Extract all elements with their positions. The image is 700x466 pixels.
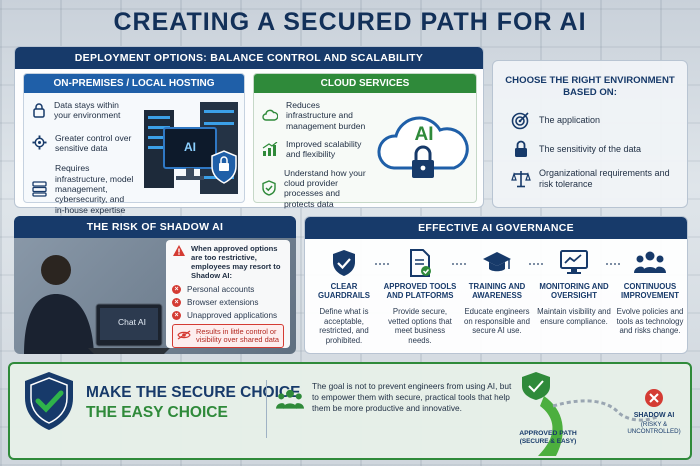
warning-icon	[172, 244, 186, 262]
path-illustration: Approved Path (Secure & Easy) Shadow AI …	[498, 366, 694, 458]
governance-item-title: Monitoring and Oversight	[539, 282, 609, 300]
onprem-item: Data stays within your environment	[32, 100, 136, 121]
environment-panel: Choose the Right Environment Based On: T…	[492, 60, 688, 208]
cloud-header: Cloud Services	[254, 74, 476, 93]
footer-goal-text: The goal is not to prevent engineers fro…	[312, 381, 512, 413]
governance-item: Approved Tools and Platforms Provide sec…	[383, 249, 457, 346]
footer-headline-2: The Easy Choice	[86, 404, 228, 421]
cloud-ai-label: AI	[414, 124, 434, 145]
governance-item: Continuous Improvement Evolve policies a…	[613, 249, 687, 336]
shadow-header: The Risk of Shadow AI	[14, 216, 296, 238]
cloud-item: Reduces infrastructure and management bu…	[262, 100, 372, 131]
cloud-item-text: Reduces infrastructure and management bu…	[286, 100, 366, 131]
shadow-result-text: Results in little control or visibility …	[196, 326, 279, 345]
onprem-item-text: Data stays within your environment	[54, 100, 121, 121]
connector-dots	[452, 263, 466, 265]
cloud-ai-illustration: AI	[374, 106, 474, 196]
x-icon: ×	[172, 285, 181, 295]
page-title: Creating a Secured Path for AI	[113, 8, 587, 36]
shadow-ai-sub: (Risky & Uncontrolled)	[627, 421, 681, 435]
environment-item: The application	[511, 110, 673, 130]
connector-dots	[529, 263, 543, 265]
cloud-icon	[262, 109, 278, 122]
cloud-item-text: Understand how your cloud provider proce…	[284, 167, 366, 209]
governance-item-title: Training and Awareness	[468, 282, 526, 300]
shadow-ai-label: Shadow AI	[633, 412, 675, 419]
server-illustration: AI	[142, 96, 242, 200]
hidden-eye-icon	[177, 327, 191, 345]
footer-banner: Make the Secure Choice The Easy Choice T…	[8, 362, 692, 460]
cloud-section: Cloud Services Reduces infrastructure an…	[253, 73, 477, 209]
governance-item: Clear Guardrails Define what is acceptab…	[307, 249, 381, 346]
environment-item-text: The application	[539, 114, 601, 125]
onprem-item-text: Greater control over sensitive data	[55, 132, 132, 153]
lock-icon	[32, 103, 46, 118]
governance-item-desc: Provide secure, vetted options that meet…	[388, 306, 452, 346]
onprem-item-text: Requires infrastructure, model managemen…	[55, 163, 134, 215]
governance-header: Effective AI Governance	[305, 217, 687, 239]
environment-item-text: Organizational requirements and risk tol…	[539, 167, 670, 189]
governance-item-title: Continuous Improvement	[620, 282, 680, 300]
governance-item-title: Approved Tools and Platforms	[383, 282, 457, 300]
deployment-header: Deployment Options: Balance Control and …	[15, 47, 483, 69]
server-icon	[32, 181, 47, 197]
environment-item: Organizational requirements and risk tol…	[511, 168, 673, 190]
cloud-item: Improved scalability and flexibility	[262, 139, 372, 160]
governance-item: Monitoring and Oversight Maintain visibi…	[537, 249, 611, 326]
scales-icon	[511, 170, 531, 188]
environment-item: The sensitivity of the data	[511, 140, 673, 158]
governance-panel: Effective AI Governance Clear Guardrails…	[304, 216, 688, 354]
shadow-risk-item: × Unapproved applications	[172, 311, 284, 321]
monitor-chart-icon	[537, 249, 611, 277]
x-icon: ×	[172, 311, 181, 321]
governance-item-desc: Evolve policies and tools as technology …	[616, 306, 684, 336]
governance-item-desc: Maintain visibility and ensure complianc…	[537, 306, 611, 326]
cloud-item-text: Improved scalability and flexibility	[286, 138, 362, 160]
shadow-info-card: When approved options are too restrictiv…	[166, 240, 290, 349]
shadow-risk-text: Unapproved applications	[187, 311, 278, 321]
shadow-risk-text: Browser extensions	[187, 298, 259, 308]
shadow-ai-panel: The Risk of Shadow AI Chat AI When appro…	[14, 216, 296, 354]
connector-dots	[606, 263, 620, 265]
monitor-ai-label: AI	[184, 140, 196, 154]
onprem-item: Greater control over sensitive data	[32, 133, 136, 154]
target-icon	[511, 110, 531, 130]
onprem-item: Requires infrastructure, model managemen…	[32, 163, 136, 215]
governance-item: Training and Awareness Educate engineers…	[460, 249, 534, 336]
approved-path-label: Approved Path	[519, 430, 577, 437]
approved-path-sub: (Secure & Easy)	[519, 438, 577, 445]
onprem-section: On-Premises / Local Hosting Data stays w…	[23, 73, 245, 215]
people-icon	[613, 249, 687, 277]
shadow-risk-item: × Browser extensions	[172, 298, 284, 308]
shield-check-icon	[22, 370, 76, 437]
shadow-risk-text: Personal accounts	[187, 285, 255, 295]
gear-icon	[32, 135, 47, 150]
document-check-icon	[383, 249, 457, 277]
footer-headline-1: Make the Secure Choice	[86, 384, 301, 401]
environment-item-text: The sensitivity of the data	[539, 143, 642, 154]
onprem-header: On-Premises / Local Hosting	[24, 74, 244, 93]
shield-check-icon	[307, 249, 381, 277]
shield-check-icon	[262, 180, 276, 196]
growth-chart-icon	[262, 142, 278, 157]
cloud-item: Understand how your cloud provider proce…	[262, 168, 372, 209]
governance-item-title: Clear Guardrails	[318, 282, 370, 300]
x-icon: ×	[172, 298, 181, 308]
lock-icon	[511, 140, 531, 158]
deployment-panel: Deployment Options: Balance Control and …	[14, 46, 484, 215]
shadow-result-box: Results in little control or visibility …	[172, 324, 284, 349]
shadow-risk-item: × Personal accounts	[172, 285, 284, 295]
person-laptop-illustration: Chat AI	[14, 236, 174, 354]
connector-dots	[375, 263, 389, 265]
shadow-warning-text: When approved options are too restrictiv…	[191, 244, 281, 281]
graduation-cap-icon	[460, 249, 534, 277]
governance-item-desc: Define what is acceptable, restricted, a…	[319, 306, 369, 346]
governance-item-desc: Educate engineers on responsible and sec…	[464, 306, 530, 336]
footer-divider	[266, 380, 267, 438]
environment-header: Choose the Right Environment Based On:	[505, 75, 675, 99]
people-icon	[276, 386, 304, 417]
chat-ai-label: Chat AI	[118, 317, 146, 327]
